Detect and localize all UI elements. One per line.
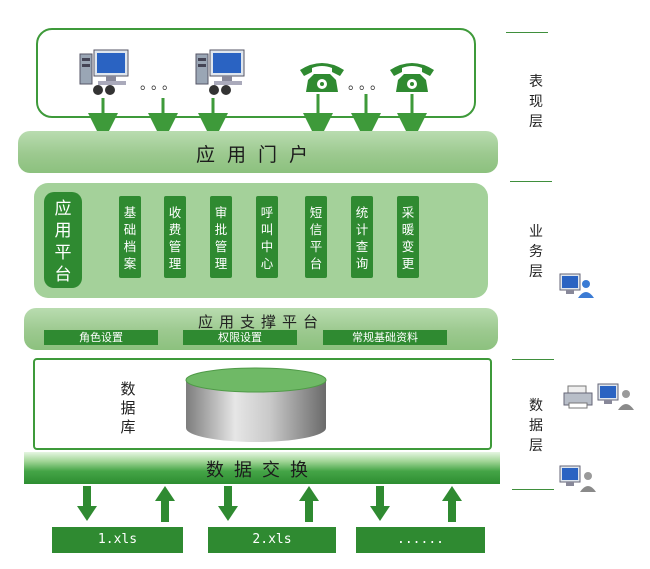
module-basic-archive: 基础档案: [119, 196, 141, 278]
printer-icon: [563, 385, 593, 409]
arrow-down-icon: [370, 486, 390, 521]
arrow-up-icon: [299, 486, 319, 522]
data-layer-label: 数据层: [529, 398, 543, 454]
application-portal-bar: 应用门户: [18, 131, 498, 173]
layer-divider: [512, 359, 554, 360]
module-billing-management: 收费管理: [164, 196, 186, 278]
network-computer-icon: [559, 465, 596, 492]
database-cylinder-icon: [185, 367, 327, 442]
role-settings: 角色设置: [44, 330, 158, 345]
module-call-center: 呼叫中心: [256, 196, 278, 278]
file-more: ......: [356, 527, 485, 553]
data-exchange-bar: 数据交换: [24, 452, 500, 484]
layer-divider: [506, 32, 548, 33]
layer-divider: [512, 489, 554, 490]
file-2-xls: 2.xls: [208, 527, 336, 553]
computer-icon: [79, 49, 129, 95]
telephone-icon: [300, 63, 344, 92]
arrow-up-icon: [155, 486, 175, 522]
permission-settings: 权限设置: [183, 330, 297, 345]
basic-data-settings: 常规基础资料: [323, 330, 447, 345]
application-platform-label: 应用平台: [44, 192, 82, 288]
database-label: 数据库: [120, 380, 136, 436]
module-statistics-query: 统计查询: [351, 196, 373, 278]
arrow-down-icon: [77, 486, 97, 521]
presentation-ellipsis-right: 。。。: [348, 77, 388, 93]
portal-title: 应用门户: [195, 144, 320, 166]
presentation-layer-label: 表现层: [529, 74, 543, 130]
computer-icon: [195, 49, 245, 95]
presentation-ellipsis-left: 。。。: [140, 77, 180, 93]
telephone-icon: [390, 63, 434, 92]
module-approval-management: 审批管理: [210, 196, 232, 278]
business-layer-label: 业务层: [529, 224, 543, 280]
data-exchange-title: 数据交换: [206, 460, 318, 481]
module-heating-change: 采暖变更: [397, 196, 419, 278]
arrow-up-icon: [442, 486, 462, 522]
network-computer-icon: [597, 383, 634, 410]
arrow-down-icon: [218, 486, 238, 521]
network-computer-icon: [559, 273, 594, 298]
support-platform-title: 应用支撑平台: [197, 313, 324, 331]
file-1-xls: 1.xls: [52, 527, 183, 553]
module-sms-platform: 短信平台: [305, 196, 327, 278]
application-platform-text: 应用平台: [54, 199, 72, 285]
layer-divider: [510, 181, 552, 182]
